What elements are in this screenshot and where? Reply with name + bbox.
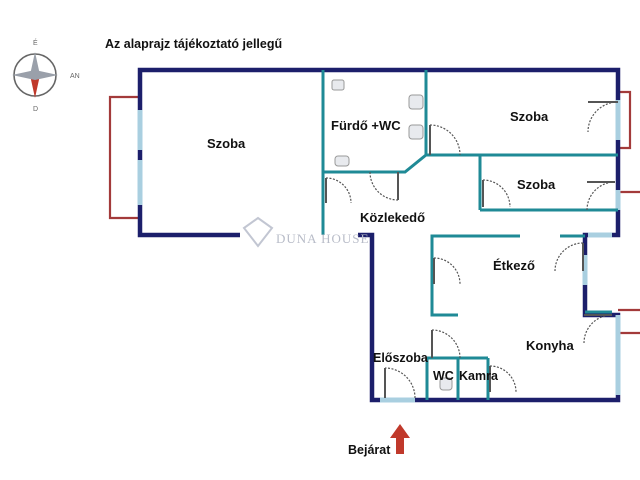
entrance-arrow-icon: [390, 424, 410, 454]
toilet-icon: [334, 155, 350, 167]
sink-icon-2: [408, 124, 424, 140]
compass-icon: É AN D: [12, 38, 80, 113]
door-leaves: [325, 101, 618, 398]
bathroom-fixtures: [331, 79, 453, 391]
room-label-szoba-top-right: Szoba: [510, 109, 549, 124]
watermark: DUNA HOUSE: [242, 216, 369, 248]
room-label-kozlekedo: Közlekedő: [360, 210, 425, 225]
room-label-szoba-left: Szoba: [207, 136, 246, 151]
sink-icon: [408, 94, 424, 110]
room-label-kamra: Kamra: [459, 369, 499, 383]
compass-label-top: É: [33, 38, 38, 47]
room-label-furdo: Fürdő +WC: [331, 118, 401, 133]
room-label-etkezo: Étkező: [493, 258, 535, 273]
shower-icon: [331, 79, 345, 91]
windows: [137, 100, 621, 403]
room-label-szoba-mid-right: Szoba: [517, 177, 556, 192]
watermark-text: DUNA HOUSE: [276, 231, 369, 246]
room-label-wc: WC: [433, 369, 454, 383]
balconies: [108, 90, 640, 335]
entrance-label: Bejárat: [348, 443, 391, 457]
wc-toilet-icon: [439, 377, 453, 391]
compass-label-right: AN: [70, 73, 80, 80]
room-label-eloszoba: Előszoba: [373, 351, 429, 365]
plan-title: Az alaprajz tájékoztató jellegű: [105, 37, 282, 51]
compass-label-bottom: D: [33, 106, 38, 113]
inner-walls: [321, 70, 618, 400]
room-label-konyha: Konyha: [526, 338, 574, 353]
